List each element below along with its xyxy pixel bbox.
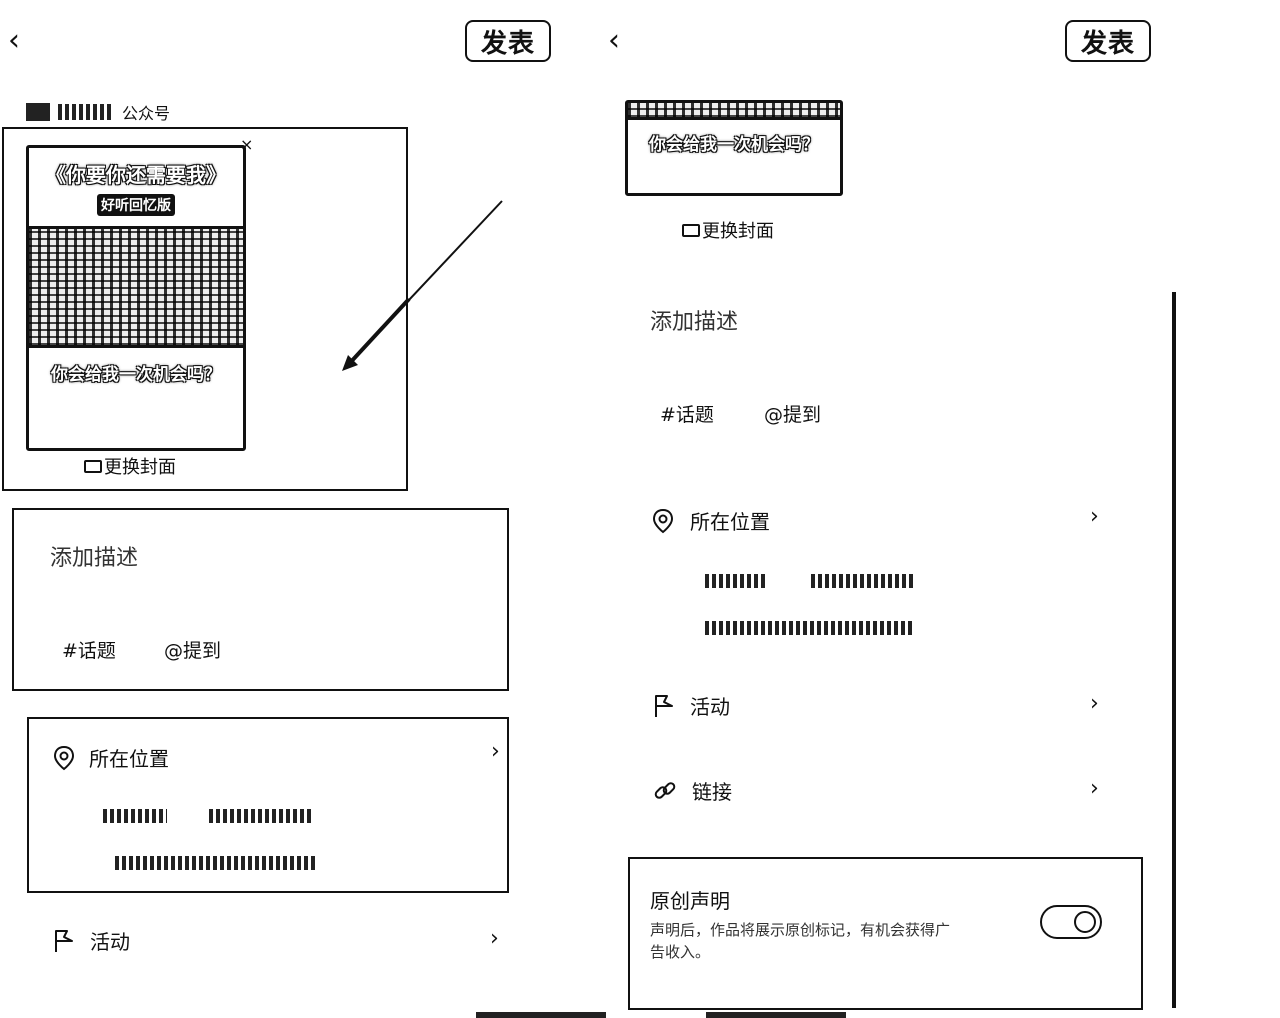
scrollbar[interactable]: [1172, 292, 1176, 1008]
image-icon: [84, 459, 102, 473]
description-section: 添加描述 #话题 @提到: [12, 508, 509, 691]
location-suggestion[interactable]: [209, 809, 313, 823]
activity-label: 活动: [90, 930, 130, 954]
location-row[interactable]: 所在位置: [652, 506, 770, 535]
location-chevron-icon: ›: [491, 739, 500, 764]
change-cover-button[interactable]: 更换封面: [682, 217, 774, 243]
link-label: 链接: [692, 780, 732, 804]
change-cover-label: 更换封面: [104, 457, 176, 478]
original-description: 声明后，作品将展示原创标记，有机会获得广 告收入。: [650, 919, 1020, 963]
original-desc-line1: 声明后，作品将展示原创标记，有机会获得广: [650, 921, 951, 939]
location-suggestions-row2: [705, 620, 915, 639]
change-cover-button[interactable]: 更换封面: [84, 453, 176, 479]
location-suggestion[interactable]: [115, 856, 315, 870]
bottom-edge-bar: [476, 1012, 606, 1018]
location-suggestion[interactable]: [103, 809, 167, 823]
location-suggestion[interactable]: [705, 574, 767, 588]
cover-thumbnail[interactable]: 你会给我一次机会吗？: [625, 100, 843, 196]
account-avatar: [26, 103, 50, 121]
close-icon[interactable]: ×: [240, 135, 254, 154]
location-row[interactable]: 所在位置: [53, 743, 169, 772]
cover-title: 《你要你还需要我》: [46, 162, 226, 187]
image-icon: [682, 223, 700, 237]
link-icon: [654, 781, 676, 799]
topic-button[interactable]: #话题: [660, 404, 714, 426]
original-declaration-section: 原创声明 声明后，作品将展示原创标记，有机会获得广 告收入。: [628, 857, 1143, 1010]
activity-row[interactable]: 活动: [52, 926, 130, 955]
topic-button[interactable]: #话题: [62, 640, 116, 662]
publish-button[interactable]: 发表: [465, 20, 551, 62]
link-row[interactable]: 链接: [652, 776, 732, 805]
location-label: 所在位置: [690, 510, 770, 534]
cover-scene-image: [628, 103, 840, 120]
cover-tag: 好听回忆版: [97, 193, 175, 216]
location-suggestion[interactable]: [705, 621, 915, 635]
location-suggestion[interactable]: [811, 574, 915, 588]
location-pin-icon: [53, 745, 75, 770]
original-desc-line2: 告收入。: [650, 943, 711, 961]
cover-caption: 你会给我一次机会吗？: [649, 135, 819, 155]
change-cover-label: 更换封面: [702, 221, 774, 242]
cover-caption-area: 你会给我一次机会吗？: [628, 120, 840, 155]
mention-button[interactable]: @提到: [164, 640, 222, 662]
back-button[interactable]: ‹: [608, 23, 620, 58]
bottom-edge-bar: [706, 1012, 846, 1018]
activity-chevron-icon: ›: [1090, 691, 1099, 716]
cover-section: 《你要你还需要我》 好听回忆版 你会给我一次机会吗？ × 更换封面: [2, 127, 503, 491]
mention-button[interactable]: @提到: [764, 404, 822, 426]
cover-caption: 你会给我一次机会吗？: [51, 365, 221, 385]
description-input[interactable]: 添加描述: [650, 310, 739, 335]
account-type-label: 公众号: [122, 104, 171, 123]
account-row: 公众号: [26, 100, 170, 124]
activity-label: 活动: [690, 695, 730, 719]
location-suggestions-row2: [115, 855, 315, 874]
flag-icon: [55, 929, 73, 952]
location-label: 所在位置: [89, 747, 169, 771]
back-button[interactable]: ‹: [8, 23, 20, 58]
activity-chevron-icon: ›: [490, 926, 499, 951]
arrow-annotation: [342, 200, 503, 371]
cover-title-area: 《你要你还需要我》 好听回忆版: [29, 148, 243, 229]
location-suggestions-row1: [705, 574, 915, 588]
link-chevron-icon: ›: [1090, 776, 1099, 801]
account-name-redacted: [58, 104, 114, 120]
activity-row[interactable]: 活动: [652, 691, 730, 720]
original-toggle[interactable]: [1040, 905, 1102, 939]
original-title: 原创声明: [650, 889, 730, 913]
location-section: 所在位置 ›: [27, 717, 509, 893]
location-chevron-icon: ›: [1090, 504, 1099, 529]
flag-icon: [655, 694, 673, 717]
cover-caption-area: 你会给我一次机会吗？: [29, 348, 243, 448]
publish-button[interactable]: 发表: [1065, 20, 1151, 62]
location-pin-icon: [652, 508, 674, 533]
cover-thumbnail[interactable]: 《你要你还需要我》 好听回忆版 你会给我一次机会吗？: [26, 145, 246, 451]
cover-scene-image: [29, 229, 243, 348]
location-suggestions-row1: [103, 809, 313, 823]
description-input[interactable]: 添加描述: [50, 546, 139, 571]
